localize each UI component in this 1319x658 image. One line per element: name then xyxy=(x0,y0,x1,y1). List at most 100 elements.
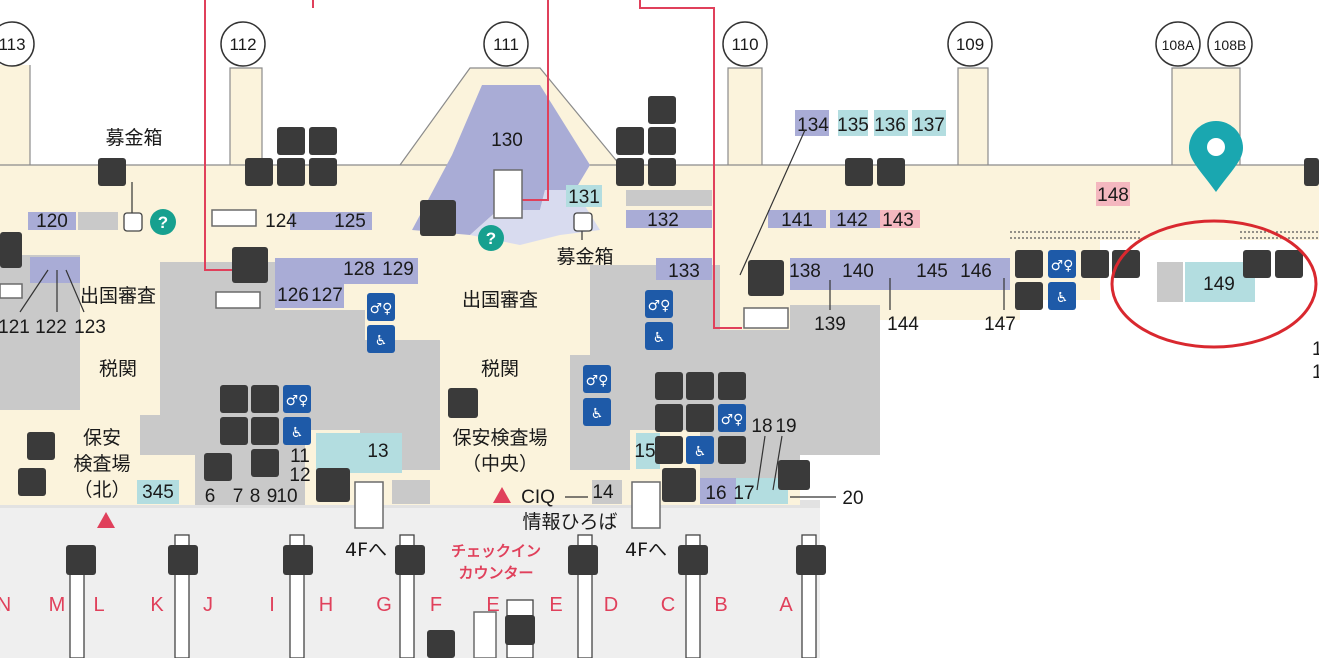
drinking-water-icon xyxy=(220,417,248,445)
svg-text:♂♀: ♂♀ xyxy=(586,373,609,389)
aed-icon xyxy=(718,372,746,400)
accessible-restroom-icon xyxy=(1048,282,1076,310)
svg-text:税関: 税関 xyxy=(481,358,519,380)
shop-labels-bottom: 121 122 123 139 144 147 13 11 12 6 7 8 9… xyxy=(0,314,1319,509)
svg-text:142: 142 xyxy=(836,210,868,231)
svg-text:135: 135 xyxy=(837,115,869,136)
drinking-water-icon xyxy=(655,372,683,400)
svg-text:A: A xyxy=(779,594,793,616)
svg-text:148: 148 xyxy=(1097,185,1129,206)
smoking-icon xyxy=(778,460,810,490)
svg-text:募金箱: 募金箱 xyxy=(105,127,162,149)
drinking-water-icon xyxy=(251,385,279,413)
svg-text:4Fへ: 4Fへ xyxy=(345,539,387,561)
svg-text:B: B xyxy=(714,594,727,616)
svg-text:保安: 保安 xyxy=(83,427,121,449)
drinking-water-icon xyxy=(686,372,714,400)
svg-text:カウンター: カウンター xyxy=(458,564,533,582)
svg-text:143: 143 xyxy=(882,210,914,231)
svg-text:125: 125 xyxy=(334,211,366,232)
restroom-icon xyxy=(283,385,311,413)
svg-text:?: ? xyxy=(158,213,168,232)
svg-text:14: 14 xyxy=(592,482,614,503)
shop-149-label: 149 xyxy=(1203,274,1235,295)
facility-icons xyxy=(0,96,1319,658)
svg-text:120: 120 xyxy=(36,211,68,232)
svg-text:17: 17 xyxy=(733,483,754,504)
svg-text:♿: ♿ xyxy=(694,444,707,460)
aed-icon xyxy=(616,127,644,155)
restroom-icon xyxy=(367,293,395,321)
restroom-icons xyxy=(283,250,1076,464)
svg-text:16: 16 xyxy=(705,483,726,504)
restroom-icon xyxy=(645,290,673,318)
nursing-room-icon xyxy=(245,158,273,186)
svg-text:♂♀: ♂♀ xyxy=(1051,258,1074,274)
gate-111: 111 xyxy=(493,35,519,54)
svg-text:C: C xyxy=(661,594,675,616)
svg-text:M: M xyxy=(49,594,66,616)
svg-text:146: 146 xyxy=(960,261,992,282)
drinking-water-icon xyxy=(648,96,676,124)
svg-text:I: I xyxy=(269,594,275,616)
computer-icon xyxy=(616,158,644,186)
svg-text:♂♀: ♂♀ xyxy=(286,393,309,409)
svg-text:15: 15 xyxy=(634,441,655,462)
nursing-room-icon xyxy=(686,404,714,432)
svg-text:税関: 税関 xyxy=(99,358,137,380)
counter-row-labels: N M L K J I H G F E E D C B A xyxy=(0,594,793,616)
computer-icon xyxy=(845,158,873,186)
svg-text:10: 10 xyxy=(276,486,297,507)
info-icon: ? xyxy=(150,209,176,235)
nursing-room-icon xyxy=(655,436,683,464)
svg-text:12: 12 xyxy=(289,465,310,486)
svg-text:6: 6 xyxy=(205,486,216,507)
svg-text:出国審査: 出国審査 xyxy=(80,285,156,307)
svg-text:132: 132 xyxy=(647,210,679,231)
gate-markers xyxy=(0,21,1253,67)
svg-text:4Fへ: 4Fへ xyxy=(625,539,667,561)
svg-text:140: 140 xyxy=(842,261,874,282)
svg-text:8: 8 xyxy=(250,486,261,507)
svg-text:H: H xyxy=(319,594,333,616)
svg-text:L: L xyxy=(93,594,104,616)
elevator-icon xyxy=(420,200,456,236)
svg-text:128: 128 xyxy=(343,259,375,280)
accessible-restroom-icon xyxy=(686,436,714,464)
computer-icon xyxy=(309,158,337,186)
svg-text:検査場: 検査場 xyxy=(73,453,130,475)
smoking-icon xyxy=(1112,250,1140,278)
svg-text:出国審査: 出国審査 xyxy=(462,289,538,311)
accessible-restroom-icon xyxy=(283,417,311,445)
svg-text:138: 138 xyxy=(789,261,821,282)
svg-text:137: 137 xyxy=(913,115,945,136)
svg-text:131: 131 xyxy=(568,187,600,208)
svg-text:チェックイン: チェックイン xyxy=(451,542,541,560)
computer-icon xyxy=(1275,250,1303,278)
baby-care-icon xyxy=(796,545,826,575)
donation-box-icon xyxy=(573,212,593,232)
gate-108b: 108B xyxy=(1214,37,1247,53)
gate-108a: 108A xyxy=(1162,37,1195,53)
mail-icon xyxy=(427,630,455,658)
svg-text:♂♀: ♂♀ xyxy=(721,412,744,428)
accessible-restroom-icon xyxy=(583,398,611,426)
elevator-icon xyxy=(662,468,696,502)
svg-text:G: G xyxy=(376,594,392,616)
phone-icon xyxy=(1243,250,1271,278)
highlight-circle xyxy=(1110,219,1318,349)
gate-109: 109 xyxy=(956,35,984,54)
aed-icon xyxy=(309,127,337,155)
restroom-icon xyxy=(1048,250,1076,278)
svg-text:127: 127 xyxy=(311,285,343,306)
svg-text:9: 9 xyxy=(267,486,278,507)
accessible-restroom-icon xyxy=(645,322,673,350)
svg-text:345: 345 xyxy=(142,482,174,503)
svg-text:123: 123 xyxy=(74,317,106,338)
svg-text:139: 139 xyxy=(814,314,846,335)
svg-text:E: E xyxy=(549,594,562,616)
svg-text:♿: ♿ xyxy=(653,330,666,346)
phone-icon xyxy=(251,417,279,445)
svg-text:（北）: （北） xyxy=(73,479,130,501)
